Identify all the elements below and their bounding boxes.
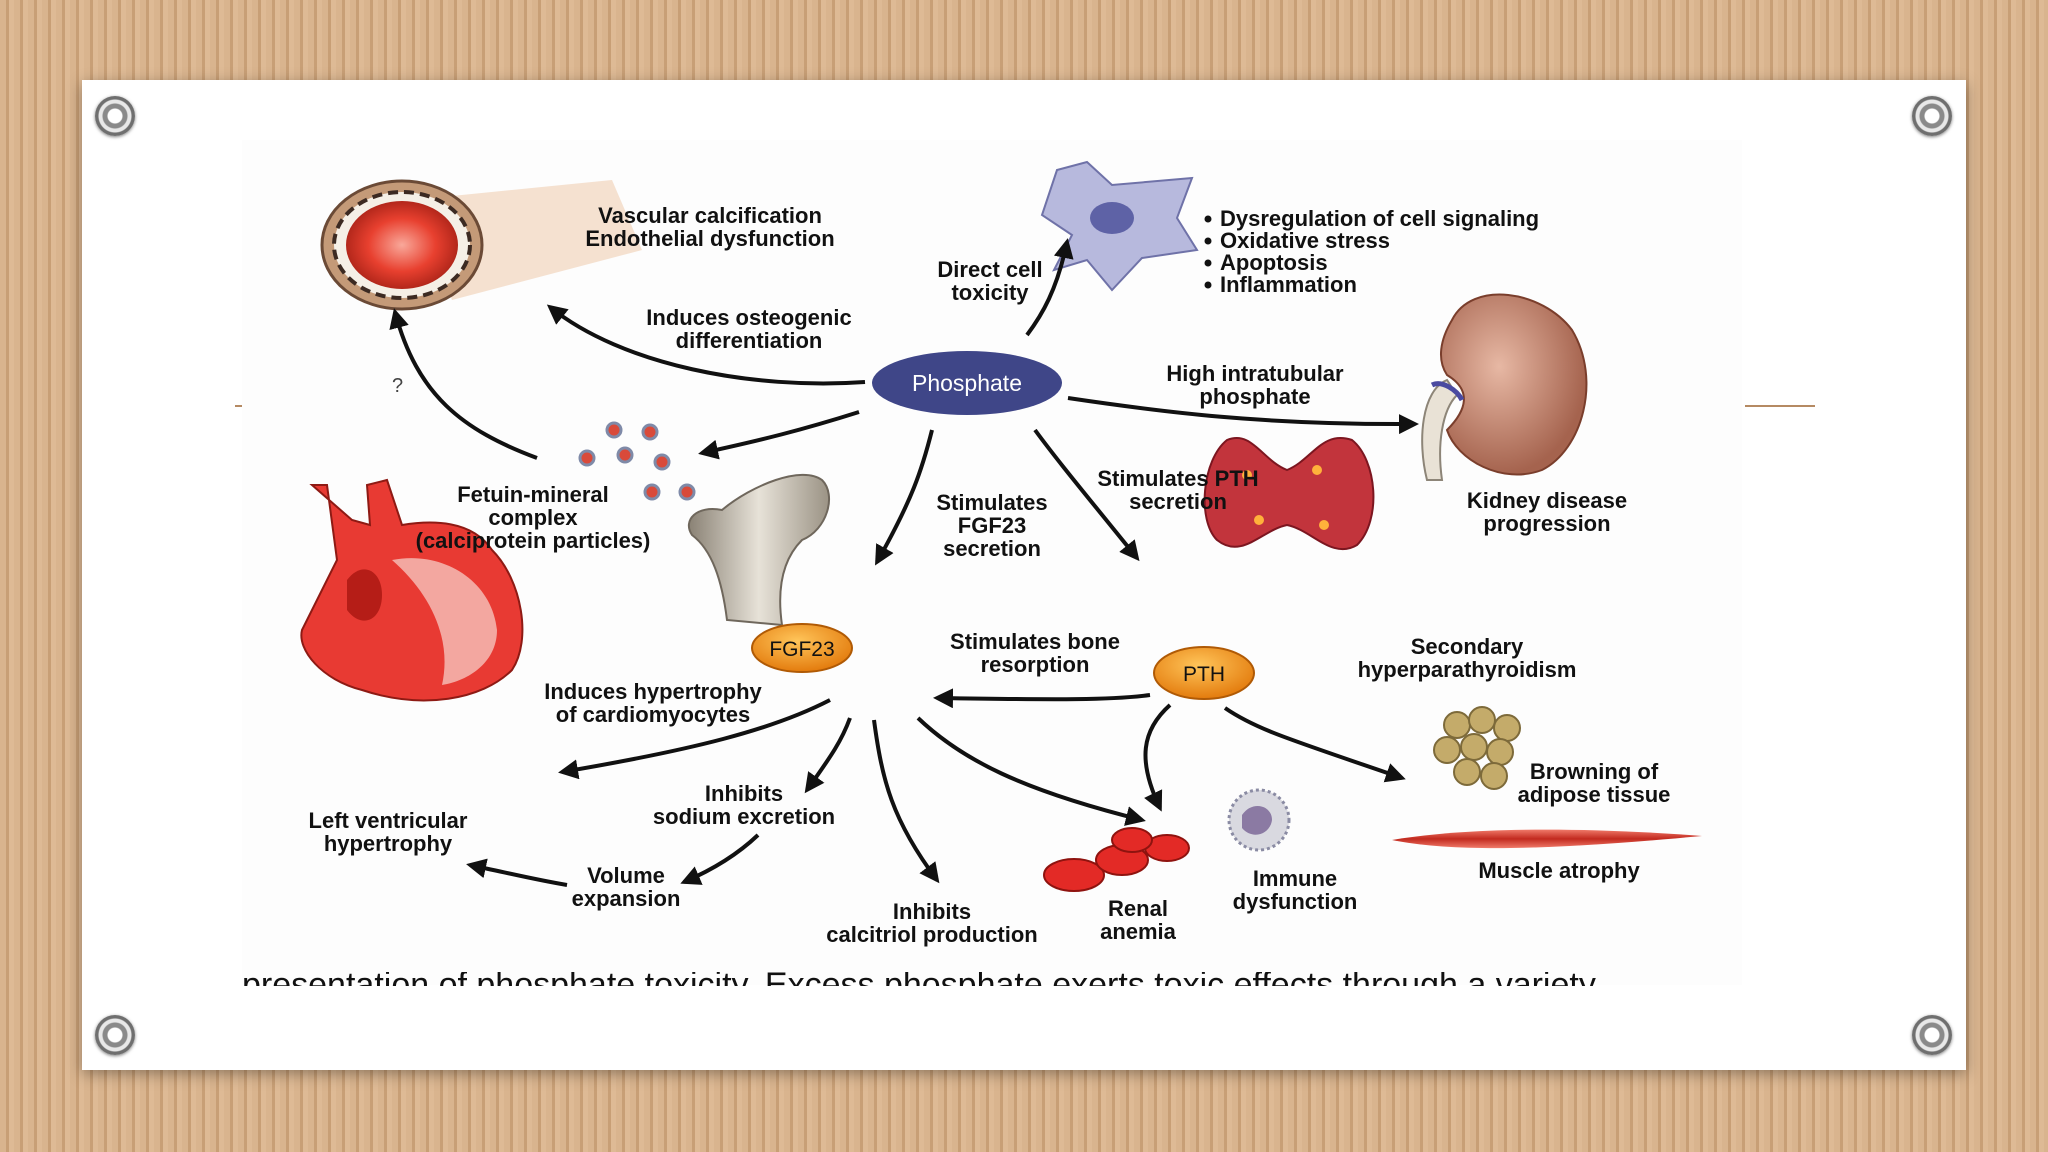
bone-icon [687, 473, 831, 627]
label-inhibits-sodium: Inhibits [705, 781, 783, 806]
label-induces-osteogenic: Induces osteogenic [646, 305, 851, 330]
label-left-ventricular: Left ventricular [309, 808, 468, 833]
label-stimulates: Stimulates [936, 490, 1047, 515]
parathyroid-gland-icon [1203, 437, 1375, 551]
fgf23-node [751, 623, 853, 673]
adipose-cells-icon [1433, 706, 1521, 790]
label-hypertrophy: hypertrophy [324, 831, 453, 856]
label-inhibits-calcitriol: Inhibits [893, 899, 971, 924]
label-browning-of: Browning of [1530, 759, 1659, 784]
rivet-bottom-left-icon [95, 1015, 135, 1055]
pth-label: PTH [1183, 663, 1225, 686]
label-question: ? [392, 375, 403, 397]
label-complex: complex [488, 505, 578, 530]
label-stimulates-pth: Stimulates PTH [1097, 466, 1258, 491]
label-renal: Renal [1108, 896, 1168, 921]
label-differentiation: differentiation [676, 328, 823, 353]
muscle-fiber-icon [1392, 829, 1702, 849]
label-adipose-tissue: adipose tissue [1518, 782, 1671, 807]
label-secretion: secretion [943, 536, 1041, 561]
label-sodium-excretion: sodium excretion [653, 804, 835, 829]
red-blood-cells-icon [1043, 827, 1190, 892]
label-of-cardiomyocytes: of cardiomyocytes [556, 702, 750, 727]
phosphate-toxicity-figure: Phosphate FGF23 PTH Vascular calcificati… [242, 140, 1742, 985]
label-pth-secretion: secretion [1129, 489, 1227, 514]
label-stimulates-bone: Stimulates bone [950, 629, 1120, 654]
damaged-cell-icon [1040, 160, 1199, 292]
figure-caption: presentation of phosphate toxicity. Exce… [242, 972, 1742, 986]
label-hyperparathyroidism: hyperparathyroidism [1358, 657, 1577, 682]
label-high-intratubular: High intratubular [1166, 361, 1344, 386]
title-rule-left [235, 405, 243, 407]
label-progression: progression [1483, 511, 1610, 536]
label-calciprotein: (calciprotein particles) [416, 528, 651, 553]
immune-cell-icon [1227, 788, 1291, 852]
label-resorption: resorption [981, 652, 1090, 677]
phosphate-label: Phosphate [912, 370, 1022, 396]
phosphate-node [872, 351, 1062, 415]
rivet-top-right-icon [1912, 96, 1952, 136]
label-vascular-calcification: Vascular calcification [598, 203, 822, 228]
label-volume: Volume [587, 863, 665, 888]
label-toxicity: toxicity [951, 280, 1029, 305]
label-immune: Immune [1253, 866, 1337, 891]
bullet-item: Inflammation [1220, 272, 1357, 297]
rivet-bottom-right-icon [1912, 1015, 1952, 1055]
heart-icon [300, 478, 524, 702]
fgf23-label: FGF23 [769, 638, 834, 661]
label-endothelial-dysfunction: Endothelial dysfunction [585, 226, 834, 251]
blood-vessel-icon [320, 179, 642, 311]
label-induces-hypertrophy: Induces hypertrophy [544, 679, 762, 704]
label-phosphate: phosphate [1199, 384, 1310, 409]
label-muscle-atrophy: Muscle atrophy [1478, 858, 1640, 883]
pth-node [1153, 646, 1255, 700]
diagram-svg: Phosphate FGF23 PTH Vascular calcificati… [300, 160, 1702, 947]
label-anemia: anemia [1100, 919, 1177, 944]
bullet-item: Dysregulation of cell signaling [1220, 206, 1539, 231]
label-fetuin-mineral: Fetuin-mineral [457, 482, 609, 507]
label-kidney-disease: Kidney disease [1467, 488, 1627, 513]
rivet-top-left-icon [95, 96, 135, 136]
caption-text: presentation of phosphate toxicity. Exce… [242, 972, 1596, 986]
label-secondary: Secondary [1411, 634, 1524, 659]
label-direct-cell: Direct cell [937, 257, 1042, 282]
label-expansion: expansion [572, 886, 681, 911]
label-fgf23-word: FGF23 [958, 513, 1026, 538]
arrows [389, 238, 1419, 887]
title-rule-right [1745, 405, 1815, 407]
bullet-item: Oxidative stress [1220, 228, 1390, 253]
bullet-item: Apoptosis [1220, 250, 1328, 275]
fetuin-particles-icon [578, 421, 696, 501]
label-calcitriol-production: calcitriol production [826, 922, 1037, 947]
kidney-icon [1421, 293, 1588, 481]
label-dysfunction: dysfunction [1233, 889, 1358, 914]
